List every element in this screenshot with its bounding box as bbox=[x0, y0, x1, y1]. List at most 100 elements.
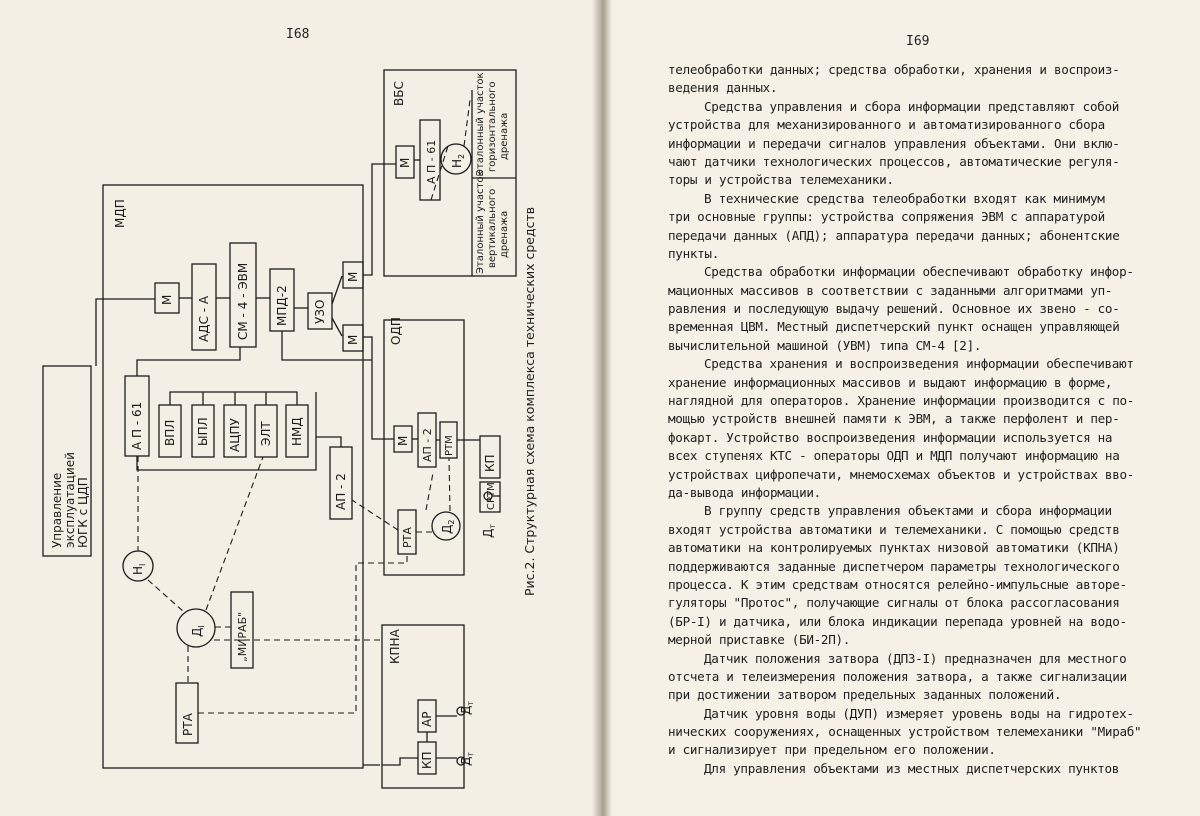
kp-odp-block bbox=[479, 435, 501, 479]
text-line: Средства управления и сбора информации п… bbox=[704, 98, 1120, 114]
text-line: и сигнализирует при предельном его полож… bbox=[668, 742, 996, 758]
text-line: наглядной для операторов. Хранение инфор… bbox=[668, 393, 1135, 409]
right-page-body-text: телеобработки данных; средства обработки… bbox=[668, 61, 1168, 778]
svg-text:СМ - 4 - ЭВМ: СМ - 4 - ЭВМ bbox=[236, 263, 250, 340]
horizontal-plot-label-1: Эталонный участок bbox=[475, 72, 486, 176]
svg-text:Управление: Управление bbox=[50, 473, 64, 548]
elt-label: ЭЛТ bbox=[259, 421, 273, 446]
rta-label-left: РТА bbox=[181, 712, 195, 736]
svg-text:эксплуатацией: эксплуатацией bbox=[63, 452, 77, 548]
right-page bbox=[606, 0, 1200, 816]
text-line: фокарт. Устройство воспроизведения инфор… bbox=[668, 429, 1113, 445]
text-line: входят устройства автоматики и телемехан… bbox=[668, 521, 1120, 537]
mdp-frame bbox=[102, 184, 364, 769]
text-line: В технические средства телеобработки вхо… bbox=[704, 190, 1105, 206]
svg-text:ОДП: ОДП bbox=[389, 317, 403, 345]
odp-label: ОДП bbox=[389, 317, 403, 345]
horizontal-plot-label-3: дренажа bbox=[499, 113, 510, 160]
svg-text:НМД: НМД bbox=[290, 417, 304, 446]
svg-text:РТА: РТА bbox=[401, 527, 414, 548]
left-page bbox=[0, 0, 598, 816]
book-gutter bbox=[592, 0, 612, 816]
m-label-right-top: М bbox=[346, 272, 360, 282]
ap2-odp-label: АП - 2 bbox=[421, 428, 434, 462]
svg-text:КП: КП bbox=[420, 751, 434, 769]
svg-text:ЫПЛ: ЫПЛ bbox=[196, 417, 210, 446]
atspu-label: АЦПУ bbox=[228, 417, 242, 452]
horizontal-plot-label-2: горизонтального bbox=[487, 82, 498, 172]
svg-text:РТМ: РТМ bbox=[444, 435, 455, 456]
svg-text:М: М bbox=[398, 158, 412, 168]
text-line: (БР-I) и датчика, или блока индикации пе… bbox=[668, 613, 1127, 629]
svg-text:КПНА: КПНА bbox=[388, 628, 402, 664]
vertical-plot-label-3: дренажа bbox=[499, 211, 510, 258]
text-line: Для управления объектами из местных дисп… bbox=[704, 760, 1120, 776]
text-line: автоматики на контролируемых пунктах низ… bbox=[668, 540, 1120, 556]
vertical-plot-label-1: Эталонный участок bbox=[475, 170, 486, 274]
svg-text:М: М bbox=[346, 335, 360, 345]
h2-circle bbox=[440, 143, 472, 175]
text-line: процесса. К этим средствам относятся рел… bbox=[668, 576, 1127, 592]
svg-text:„МИРАБ": „МИРАБ" bbox=[236, 612, 249, 662]
text-line: устройствах цифропечати, мнемосхемах объ… bbox=[668, 466, 1135, 482]
ypl-label: ЫПЛ bbox=[196, 417, 210, 446]
svg-text:горизонтального: горизонтального bbox=[487, 82, 498, 172]
upravlenie-label-1: Управление bbox=[50, 473, 64, 548]
svg-text:Рис.2. Структурная схема компл: Рис.2. Структурная схема комплекса техни… bbox=[522, 207, 537, 596]
ar-label: АР bbox=[420, 712, 434, 727]
mirab-block bbox=[230, 591, 254, 669]
text-line: мощью устройств внешней памяти к ЭВМ, а … bbox=[668, 411, 1120, 427]
svg-text:дренажа: дренажа bbox=[499, 211, 510, 258]
left-page-number: I68 bbox=[286, 27, 310, 42]
svg-text:Эталонный участок: Эталонный участок bbox=[475, 170, 486, 274]
text-line: при достижении затвором предельных задан… bbox=[668, 687, 1062, 703]
vbs-frame bbox=[383, 69, 517, 277]
text-line: три основные группы: устройства сопряжен… bbox=[668, 209, 1105, 225]
sm4-label: СМ - 4 - ЭВМ bbox=[236, 263, 250, 340]
svg-text:АДС - А: АДС - А bbox=[197, 295, 211, 342]
rtm-label: РТМ bbox=[444, 435, 455, 456]
vpl-label: ВПЛ bbox=[163, 420, 177, 446]
svg-text:ВПЛ: ВПЛ bbox=[163, 420, 177, 446]
text-line: всех ступенях КТС - операторы ОДП и МДП … bbox=[668, 448, 1120, 464]
d2-circle bbox=[431, 511, 461, 541]
dt-label-2: Дт bbox=[459, 752, 475, 766]
mpd2-label: МПД-2 bbox=[275, 285, 289, 326]
ap61-label: А П - 61 bbox=[130, 402, 144, 450]
svg-text:М: М bbox=[160, 295, 174, 305]
text-line: устройства для механизированного и автом… bbox=[668, 117, 1105, 133]
text-line: пункты. bbox=[668, 245, 719, 261]
text-line: чают датчики технологических процессов, … bbox=[668, 153, 1120, 169]
text-line: телеобработки данных; средства обработки… bbox=[668, 62, 1120, 77]
text-line: ведения данных. bbox=[668, 80, 778, 96]
text-line: Средства хранения и воспроизведения инфо… bbox=[704, 356, 1134, 372]
mirab-label: „МИРАБ" bbox=[236, 612, 249, 662]
upravlenie-label-3: ЮГК с ЦДП bbox=[76, 477, 90, 548]
m-block-right-bottom bbox=[342, 324, 364, 352]
text-line: мерной приставке (БИ-2П). bbox=[668, 632, 851, 648]
right-page-number: I69 bbox=[906, 34, 930, 49]
nmd-label: НМД bbox=[290, 417, 304, 446]
svg-text:НI: НI bbox=[131, 564, 147, 575]
svg-text:дренажа: дренажа bbox=[499, 113, 510, 160]
text-line: Датчик уровня воды (ДУП) измеряет уровен… bbox=[704, 705, 1134, 721]
odp-frame bbox=[383, 319, 465, 576]
svg-text:СРТМ: СРТМ bbox=[486, 482, 497, 510]
text-line: вычислительной машиной (УВМ) типа СМ-4 [… bbox=[668, 337, 982, 353]
svg-text:Д2: Д2 bbox=[440, 520, 456, 534]
text-line: равления и последующую выдачу решений. О… bbox=[668, 301, 1120, 317]
text-line: хранение информационных массивов и выдаю… bbox=[668, 374, 1113, 390]
svg-text:А П - 61: А П - 61 bbox=[425, 140, 438, 184]
text-line: гуляторы "Протос", получающие сигналы от… bbox=[668, 595, 1120, 611]
svg-text:РТА: РТА bbox=[181, 712, 195, 736]
svg-text:Н2: Н2 bbox=[450, 154, 466, 168]
svg-text:КП: КП bbox=[483, 454, 497, 472]
text-line: отсчета и телеизмерения положения затвор… bbox=[668, 668, 1127, 684]
uzo-block bbox=[307, 292, 333, 330]
mdp-label: МДП bbox=[113, 199, 127, 228]
m-vbs-block bbox=[395, 145, 415, 179]
text-line: информации и передачи сигналов управлени… bbox=[668, 135, 1120, 151]
rta-odp-label: РТА bbox=[401, 527, 414, 548]
m-label-right-bottom: М bbox=[346, 335, 360, 345]
